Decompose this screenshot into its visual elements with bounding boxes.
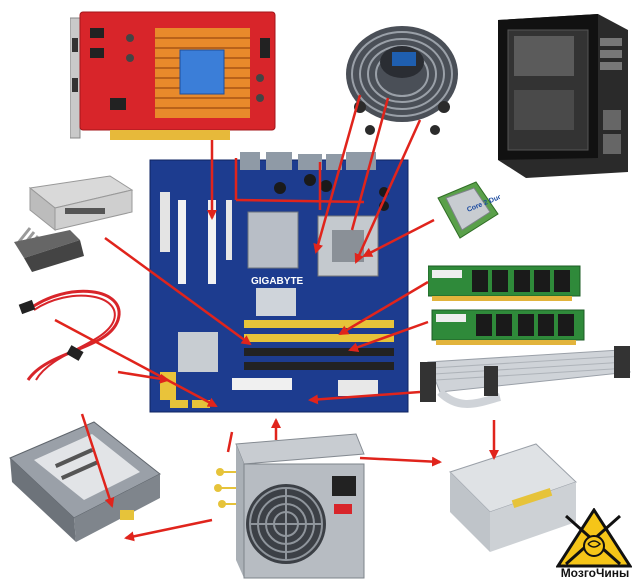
sata-cable	[8, 280, 138, 390]
logo-text: МозгоЧины	[560, 566, 630, 580]
hard-drive	[4, 418, 164, 548]
motherboard-brand: GIGABYTE	[251, 276, 304, 287]
graphics-card	[70, 8, 280, 148]
brand-logo	[556, 508, 632, 568]
power-supply	[206, 432, 366, 580]
pc-case	[478, 10, 636, 180]
cpu: Core 2 Duo	[428, 180, 500, 242]
cpu-cooler	[340, 12, 460, 142]
optical-drive	[440, 432, 580, 562]
motherboard: GIGABYTE	[148, 152, 410, 414]
ide-cable	[420, 342, 635, 422]
floppy-drive	[10, 168, 135, 278]
ram-modules	[428, 260, 588, 350]
